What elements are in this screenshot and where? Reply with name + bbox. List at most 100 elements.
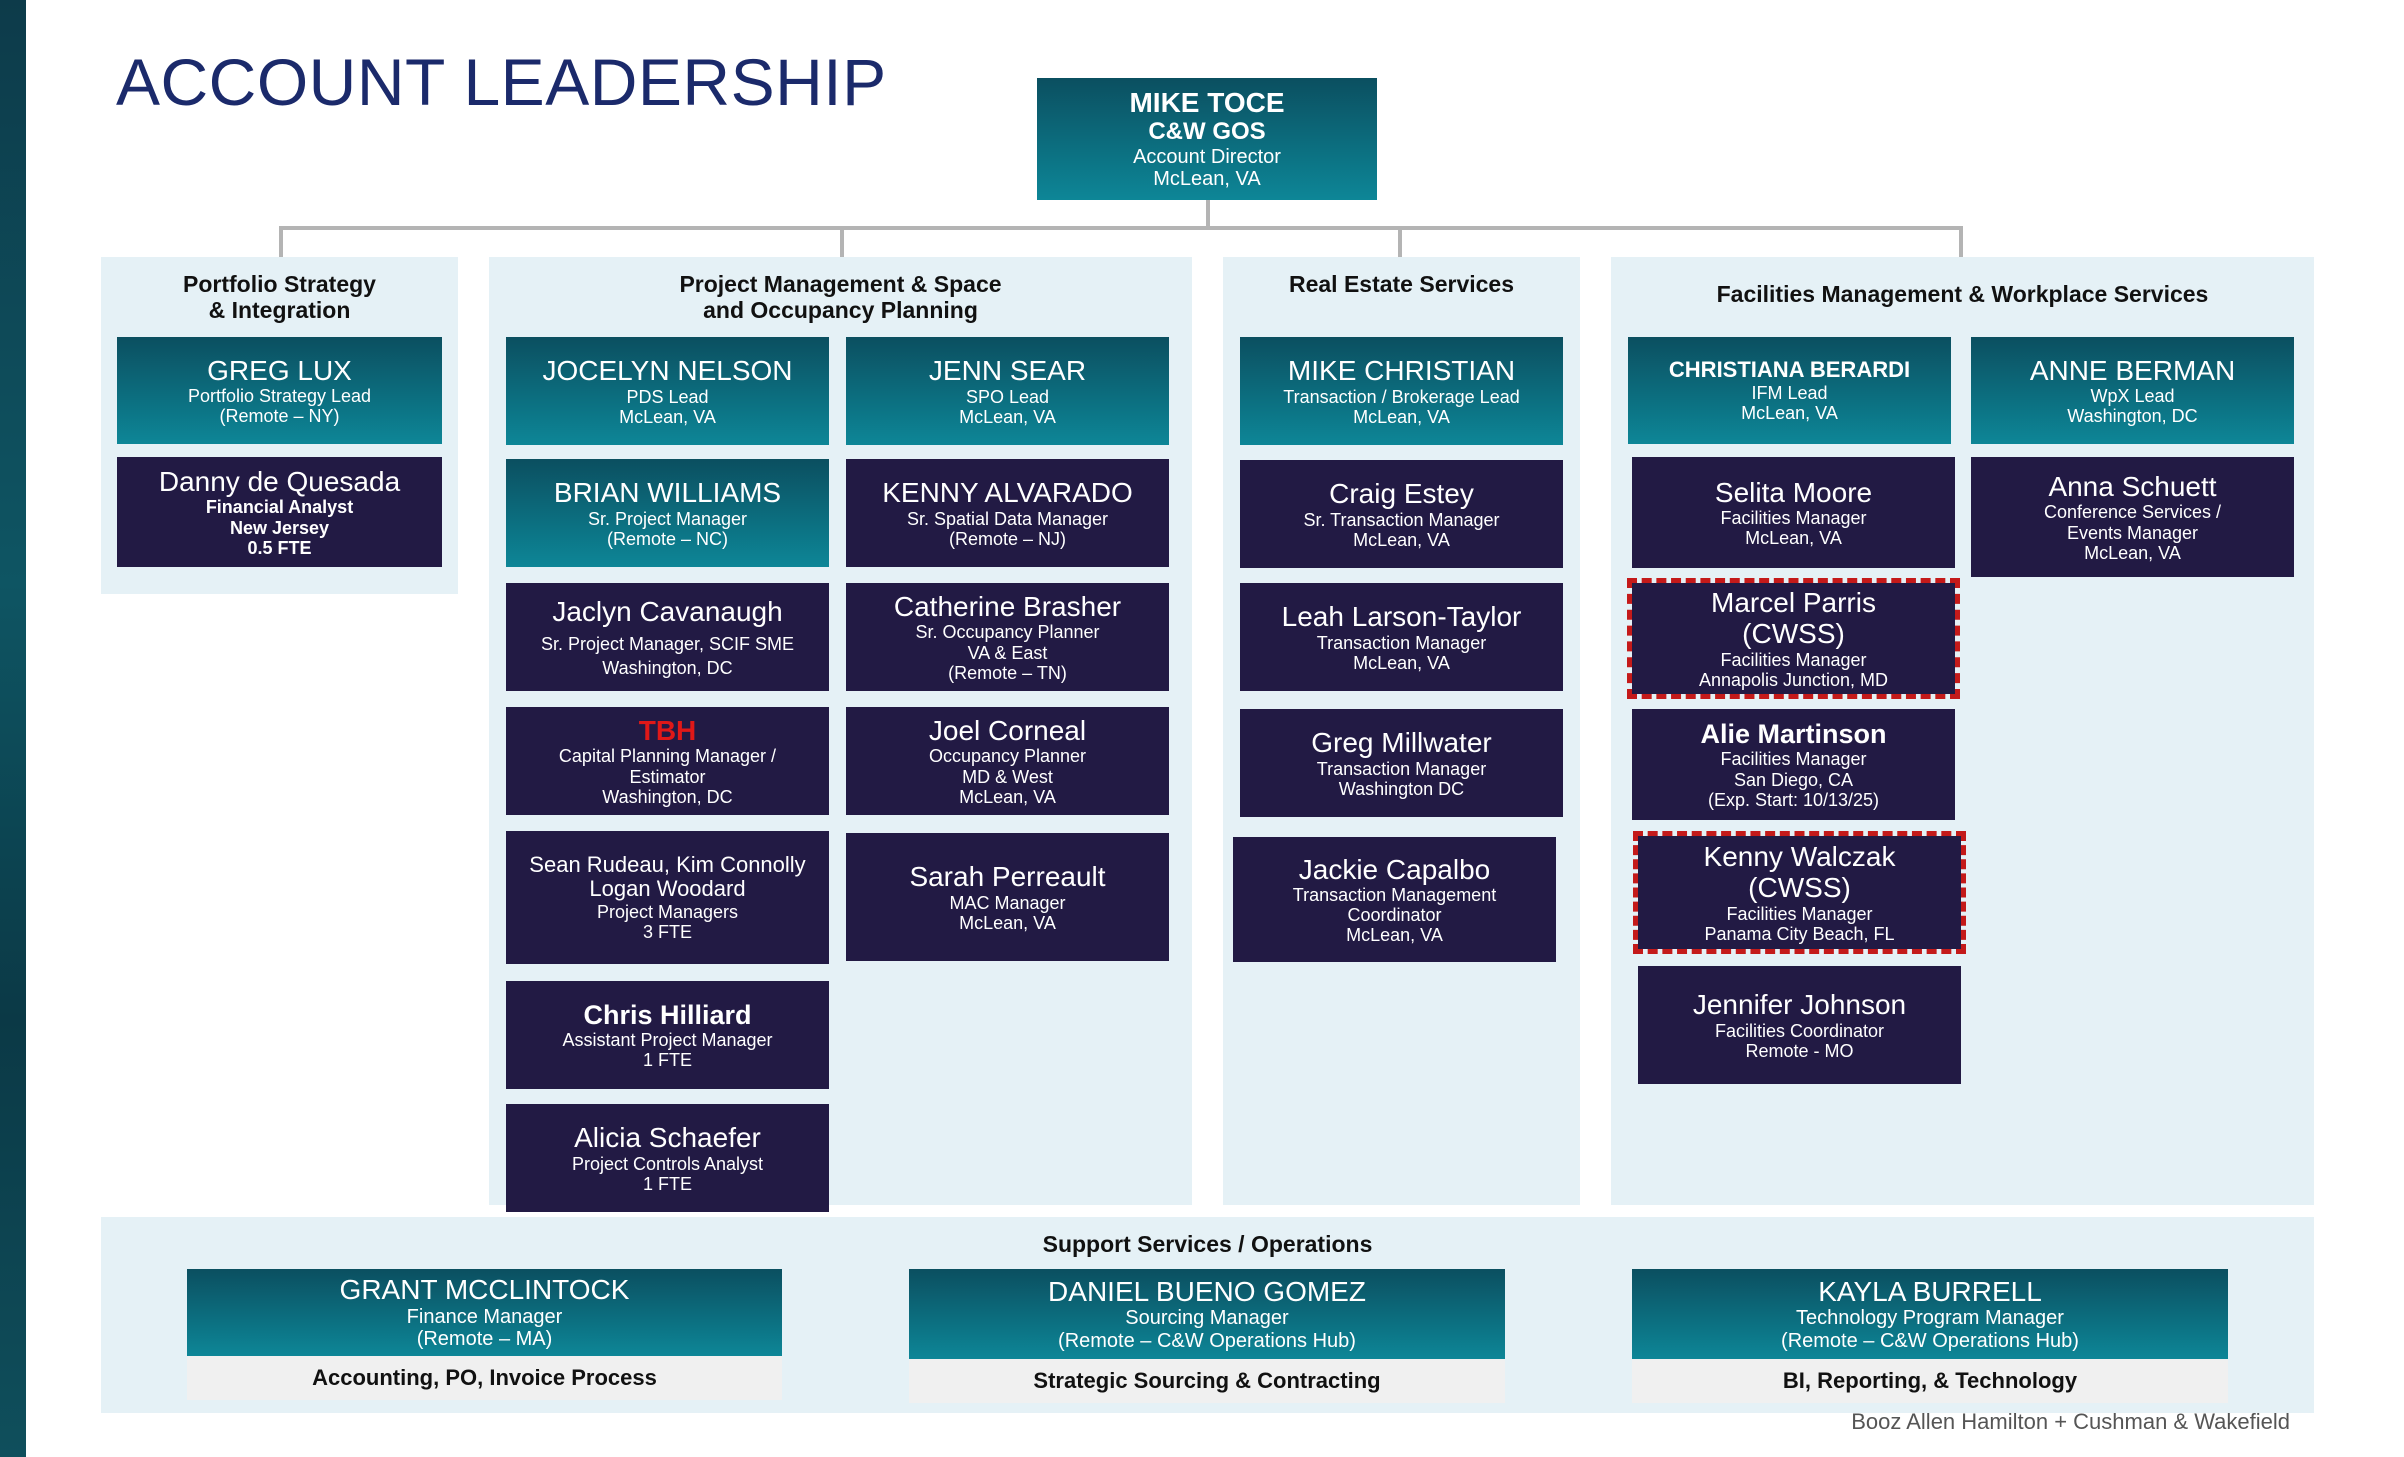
- person-name: Kenny Walczak: [1703, 840, 1896, 872]
- person-role: Sr. Transaction Manager: [1303, 509, 1500, 530]
- person-name: Catherine Brasher: [893, 591, 1122, 623]
- person-location: McLean, VA: [1346, 925, 1443, 946]
- account-director-box: MIKE TOCE C&W GOS Account Director McLea…: [1037, 78, 1377, 200]
- portfolio-strategy-panel: Portfolio Strategy & Integration GREG LU…: [101, 257, 458, 594]
- person-name: Alicia Schaefer: [574, 1122, 761, 1154]
- function-label: Strategic Sourcing & Contracting: [909, 1359, 1505, 1403]
- person-location: (Remote – NC): [606, 528, 729, 549]
- person-location: McLean, VA: [959, 786, 1056, 807]
- connector-res: [1398, 226, 1402, 258]
- person-location: McLean, VA: [2084, 542, 2181, 563]
- connector-trunk: [1206, 200, 1210, 228]
- person-name: Danny de Quesada: [158, 466, 401, 498]
- person-fte: 1 FTE: [642, 1050, 692, 1071]
- person-role: Facilities Manager: [1720, 749, 1867, 770]
- person-box: Danny de Quesada Financial Analyst New J…: [117, 457, 442, 567]
- person-name: GREG LUX: [207, 354, 352, 386]
- person-box: Sean Rudeau, Kim Connolly Logan Woodard …: [506, 831, 829, 964]
- fm-title: Facilities Management & Workplace Servic…: [1716, 281, 2209, 307]
- person-box: Jackie Capalbo Transaction Management Co…: [1233, 837, 1556, 962]
- person-role: Financial Analyst: [205, 497, 354, 518]
- person-box: KENNY ALVARADO Sr. Spatial Data Manager …: [846, 459, 1169, 567]
- res-title: Real Estate Services: [1288, 271, 1515, 297]
- person-box: Leah Larson-Taylor Transaction Manager M…: [1240, 583, 1563, 691]
- person-location: San Diego, CA: [1733, 769, 1854, 790]
- person-role: Sourcing Manager: [1125, 1307, 1289, 1330]
- person-location: Washington DC: [1338, 778, 1465, 799]
- person-box-highlighted: Marcel Parris (CWSS) Facilities Manager …: [1627, 578, 1960, 699]
- person-location: (Remote – NJ): [948, 528, 1067, 549]
- person-box: Craig Estey Sr. Transaction Manager McLe…: [1240, 460, 1563, 568]
- person-name: MIKE CHRISTIAN: [1287, 355, 1516, 387]
- person-name: TBH: [638, 715, 697, 747]
- portfolio-title-line2: & Integration: [208, 297, 351, 323]
- person-box: Alicia Schaefer Project Controls Analyst…: [506, 1104, 829, 1212]
- page-title: ACCOUNT LEADERSHIP: [116, 45, 887, 119]
- person-role: Transaction Manager: [1316, 632, 1487, 653]
- director-role: Account Director: [1133, 145, 1281, 168]
- person-role: Facilities Manager: [1720, 508, 1867, 529]
- person-region: MD & West: [962, 766, 1053, 787]
- person-location: McLean, VA: [1353, 529, 1450, 550]
- connector-portfolio: [279, 226, 283, 258]
- person-box: Jaclyn Cavanaugh Sr. Project Manager, SC…: [506, 583, 829, 691]
- connector-pm: [840, 226, 844, 258]
- person-box: GRANT MCCLINTOCK Finance Manager (Remote…: [187, 1269, 782, 1356]
- person-location: Remote - MO: [1745, 1040, 1854, 1061]
- person-location: McLean, VA: [1741, 402, 1838, 423]
- person-name: Greg Millwater: [1311, 727, 1492, 759]
- person-box: BRIAN WILLIAMS Sr. Project Manager (Remo…: [506, 459, 829, 567]
- person-name: Leah Larson-Taylor: [1281, 601, 1522, 633]
- person-location: McLean, VA: [1353, 652, 1450, 673]
- person-name: Jaclyn Cavanaugh: [552, 596, 783, 628]
- person-name: KENNY ALVARADO: [882, 477, 1133, 509]
- person-location: (Remote – C&W Operations Hub): [1781, 1329, 2079, 1352]
- person-role: Transaction / Brokerage Lead: [1283, 386, 1520, 407]
- person-role: Finance Manager: [406, 1305, 563, 1328]
- support-title: Support Services / Operations: [1042, 1231, 1373, 1257]
- person-name: DANIEL BUENO GOMEZ: [1048, 1275, 1366, 1307]
- person-location: Washington, DC: [2067, 406, 2198, 427]
- person-name: BRIAN WILLIAMS: [553, 477, 782, 509]
- person-name: GRANT MCCLINTOCK: [339, 1274, 630, 1306]
- person-name: Anna Schuett: [2048, 471, 2217, 503]
- director-location: McLean, VA: [1153, 168, 1261, 191]
- person-role-line2: Coordinator: [1347, 905, 1442, 926]
- pm-title-line2: and Occupancy Planning: [703, 297, 978, 323]
- person-name-line2: Logan Woodard: [589, 876, 746, 902]
- person-box: TBH Capital Planning Manager / Estimator…: [506, 707, 829, 815]
- person-box: Sarah Perreault MAC Manager McLean, VA: [846, 833, 1169, 961]
- person-role: Conference Services /: [2043, 502, 2222, 523]
- person-name: Craig Estey: [1329, 478, 1474, 510]
- person-box-highlighted: Kenny Walczak (CWSS) Facilities Manager …: [1633, 831, 1966, 954]
- person-location: (Remote – TN): [948, 662, 1067, 683]
- person-name-line2: (CWSS): [1742, 618, 1845, 650]
- person-name-line2: (CWSS): [1748, 872, 1851, 904]
- person-location: McLean, VA: [1745, 528, 1842, 549]
- person-role: Transaction Management: [1292, 884, 1497, 905]
- person-box: GREG LUX Portfolio Strategy Lead (Remote…: [117, 337, 442, 444]
- person-name: Marcel Parris: [1711, 586, 1876, 618]
- person-name: Jackie Capalbo: [1298, 853, 1491, 885]
- person-name: Selita Moore: [1714, 476, 1873, 508]
- function-label: Accounting, PO, Invoice Process: [187, 1356, 782, 1400]
- person-fte: 3 FTE: [642, 922, 692, 943]
- person-location: McLean, VA: [619, 406, 716, 427]
- person-box: DANIEL BUENO GOMEZ Sourcing Manager (Rem…: [909, 1269, 1505, 1359]
- person-box: Joel Corneal Occupancy Planner MD & West…: [846, 707, 1169, 815]
- person-name: JOCELYN NELSON: [542, 355, 793, 387]
- person-name: Chris Hilliard: [583, 999, 752, 1030]
- person-role: Portfolio Strategy Lead: [187, 386, 372, 407]
- person-box: Anna Schuett Conference Services / Event…: [1971, 457, 2294, 577]
- pm-title-line1: Project Management & Space: [679, 271, 1002, 297]
- person-role: WpX Lead: [2090, 386, 2175, 407]
- person-location: Annapolis Junction, MD: [1698, 669, 1889, 690]
- person-role-line2: Estimator: [629, 766, 706, 787]
- person-role: Project Controls Analyst: [571, 1153, 764, 1174]
- person-box: KAYLA BURRELL Technology Program Manager…: [1632, 1269, 2228, 1359]
- person-box: CHRISTIANA BERARDI IFM Lead McLean, VA: [1628, 337, 1951, 444]
- person-name: Sarah Perreault: [909, 861, 1106, 893]
- facilities-management-panel: Facilities Management & Workplace Servic…: [1611, 257, 2314, 1205]
- person-role: PDS Lead: [626, 386, 709, 407]
- person-box: MIKE CHRISTIAN Transaction / Brokerage L…: [1240, 337, 1563, 445]
